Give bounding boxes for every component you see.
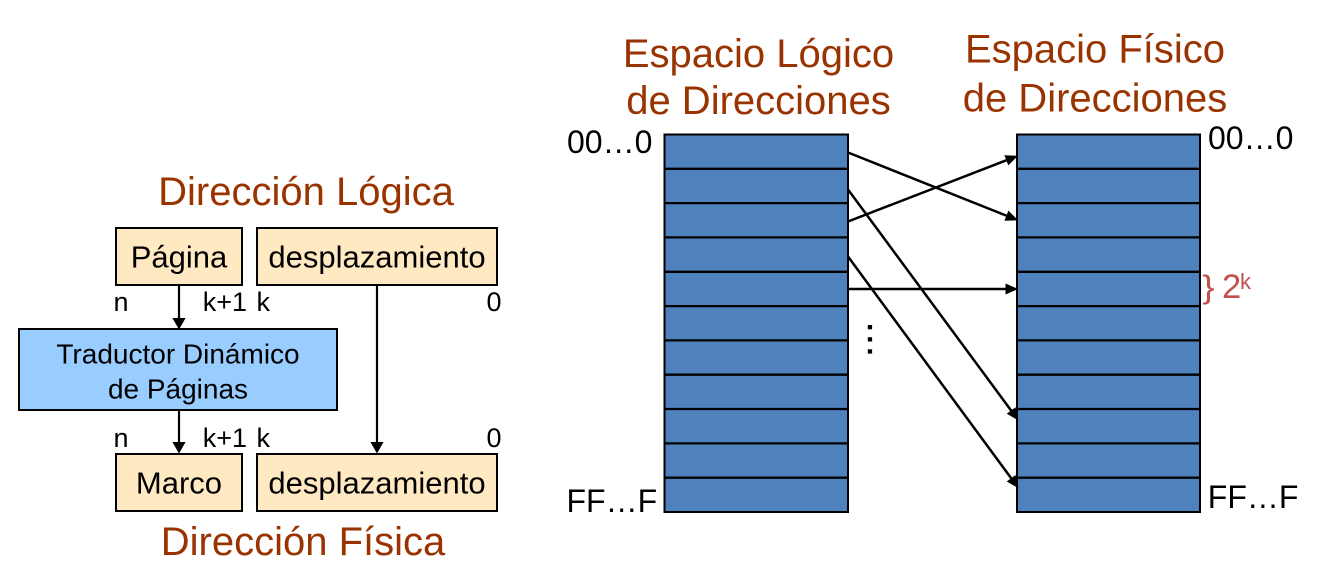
svg-text:desplazamiento: desplazamiento [268, 466, 485, 501]
svg-text:}: } [1202, 270, 1214, 305]
svg-text:n: n [114, 423, 129, 453]
svg-text:k+1: k+1 [203, 287, 247, 317]
svg-text:Página: Página [131, 240, 228, 275]
svg-text:de Direcciones: de Direcciones [626, 79, 891, 123]
svg-text:n: n [114, 287, 129, 317]
svg-text:Espacio Físico: Espacio Físico [965, 28, 1225, 72]
svg-text:2: 2 [1222, 268, 1241, 306]
svg-text:00…0: 00…0 [1208, 120, 1293, 156]
svg-text:0: 0 [486, 287, 501, 317]
svg-text:k: k [1240, 269, 1252, 294]
svg-text:FF…F: FF…F [567, 483, 658, 519]
svg-text:k+1: k+1 [203, 423, 247, 453]
svg-text:de Direcciones: de Direcciones [963, 76, 1228, 120]
svg-text:de Páginas: de Páginas [108, 374, 248, 405]
svg-text:desplazamiento: desplazamiento [268, 240, 485, 275]
svg-text:0: 0 [486, 423, 501, 453]
svg-text:k: k [257, 287, 271, 317]
svg-text:Espacio Lógico: Espacio Lógico [623, 32, 894, 76]
svg-text:Dirección Física: Dirección Física [161, 520, 446, 564]
svg-text:Dirección Lógica: Dirección Lógica [158, 170, 454, 214]
svg-text:Marco: Marco [136, 466, 222, 501]
svg-text:00…0: 00…0 [567, 124, 652, 160]
svg-text:Traductor Dinámico: Traductor Dinámico [56, 339, 299, 370]
svg-text:FF…F: FF…F [1208, 479, 1299, 515]
svg-text:k: k [257, 423, 271, 453]
